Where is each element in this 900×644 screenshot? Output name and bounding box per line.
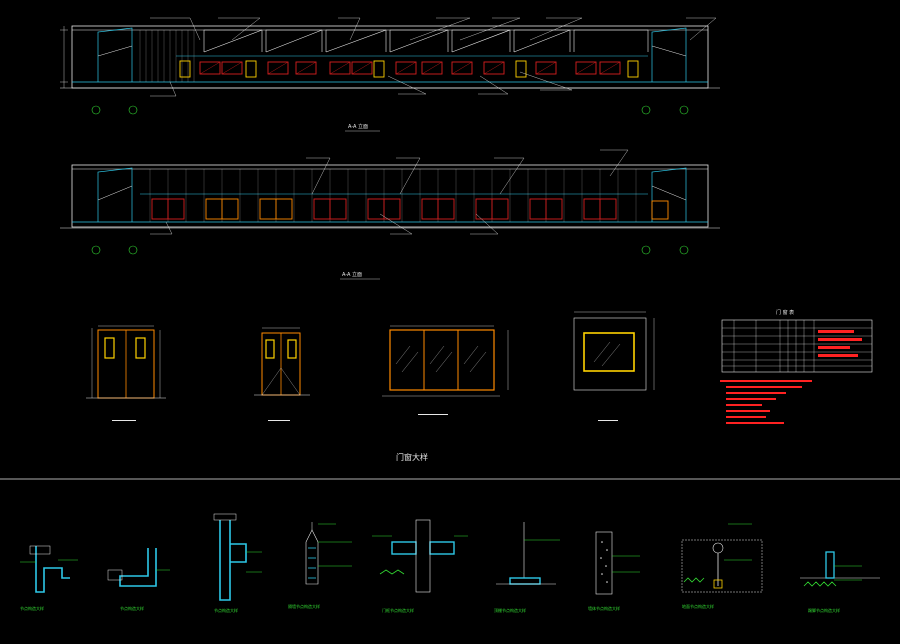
node-detail-3-title: 节点构造大样: [214, 607, 238, 613]
door-detail-2: [254, 327, 310, 421]
door-window-details: 门 窗 表 门窗大样: [86, 309, 873, 462]
window-detail-4: [573, 311, 655, 421]
node-details: 节点构造大样 节点构造大样 节点构造大样: [20, 513, 880, 613]
node-detail-6: 顶棚节点构造大样: [494, 522, 560, 613]
table-notes: [720, 380, 812, 424]
elevation-2-doors: [151, 198, 669, 220]
node-detail-3: 节点构造大样: [213, 513, 262, 613]
node-detail-8: 地面节点构造大样: [681, 523, 763, 609]
door-window-table: 门 窗 表: [720, 309, 873, 424]
node-detail-1-title: 节点构造大样: [20, 605, 44, 611]
elevation-1: A-A 立面: [60, 17, 720, 132]
node-detail-7-title: 墙体节点构造大样: [588, 605, 620, 611]
window-detail-3: [382, 325, 509, 415]
elevation-2: A-A 立面: [60, 149, 720, 280]
node-detail-2-title: 节点构造大样: [120, 605, 144, 611]
door-window-table-title: 门 窗 表: [776, 309, 794, 316]
node-detail-6-title: 顶棚节点构造大样: [494, 607, 526, 613]
node-detail-5: 门框节点构造大样: [372, 519, 468, 613]
node-detail-4-title: 隔墙节点构造大样: [288, 603, 320, 609]
elevation-1-title: A-A 立面: [348, 123, 368, 130]
elevation-2-title: A-A 立面: [342, 271, 362, 278]
node-detail-2: 节点构造大样: [107, 548, 170, 611]
elevation-1-windows: [179, 60, 639, 78]
node-detail-1: 节点构造大样: [20, 545, 78, 611]
door-window-group-title: 门窗大样: [396, 452, 428, 462]
node-detail-7: 墙体节点构造大样: [588, 531, 640, 611]
node-detail-9: 踢脚节点构造大样: [800, 551, 880, 613]
node-detail-5-title: 门框节点构造大样: [382, 607, 414, 613]
node-detail-4: 隔墙节点构造大样: [288, 522, 352, 609]
node-detail-9-title: 踢脚节点构造大样: [808, 607, 840, 613]
door-detail-1: [86, 325, 166, 421]
node-detail-8-title: 地面节点构造大样: [682, 603, 714, 609]
